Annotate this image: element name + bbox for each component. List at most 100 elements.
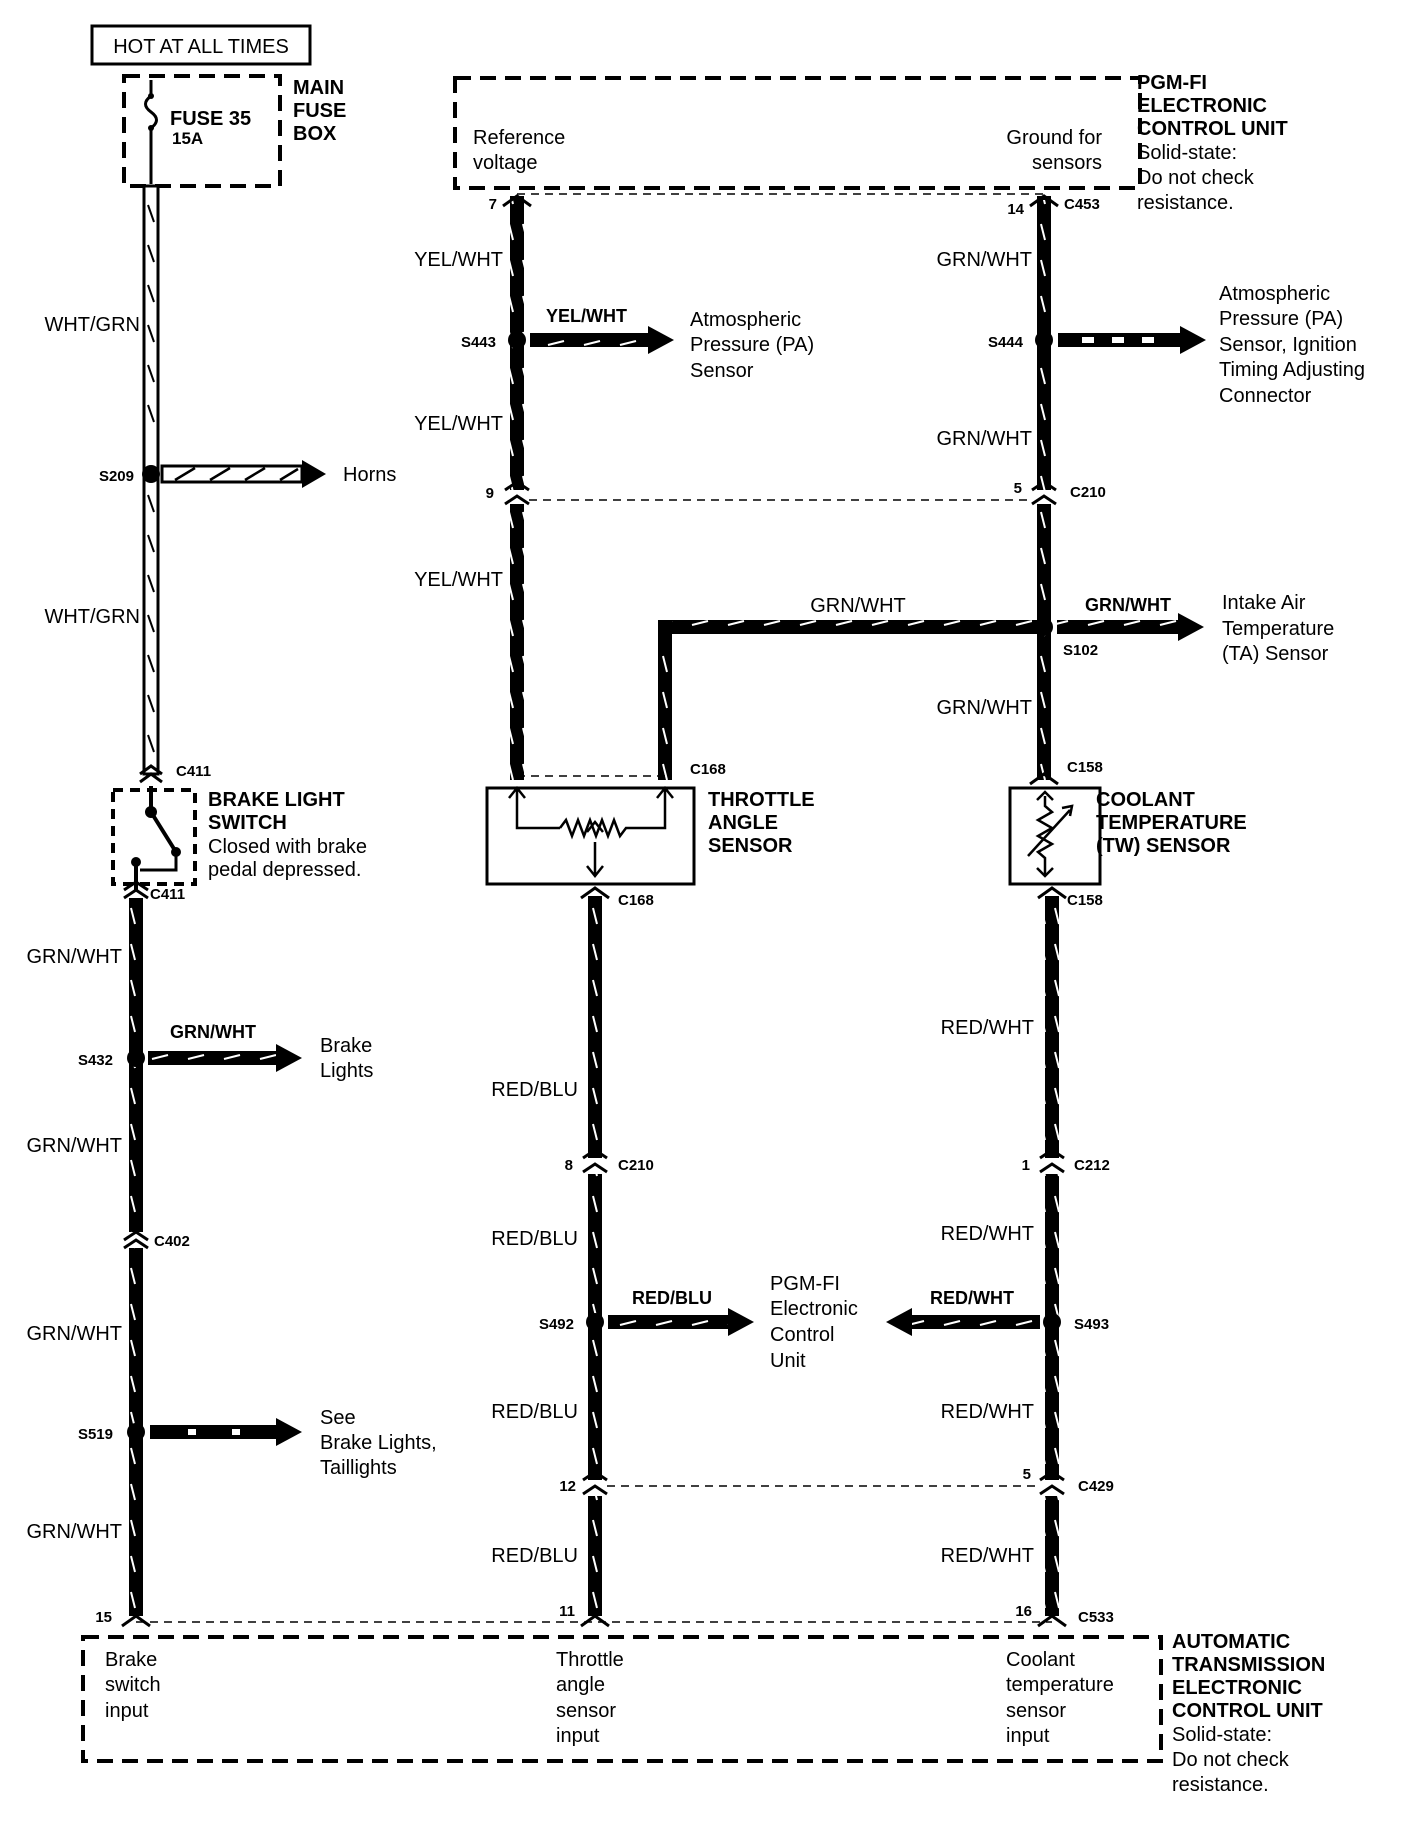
wire-label-grn-wht-l1: GRN/WHT	[26, 946, 122, 968]
wire-label-s432-branch: GRN/WHT	[170, 1022, 256, 1042]
wire-label-grn-wht-l4: GRN/WHT	[26, 1521, 122, 1543]
ecu-note-3: resistance.	[1137, 192, 1234, 214]
dest-brake-lights-2: Lights	[320, 1060, 373, 1082]
wire-grn-wht-horizontal: GRN/WHT	[658, 595, 1044, 780]
label-c210-upper: C210	[1070, 484, 1106, 501]
fuse-symbol	[144, 80, 158, 184]
power-section: HOT AT ALL TIMES FUSE 35 15A MAIN FUSE B…	[90, 24, 346, 188]
label-c212: C212	[1074, 1157, 1110, 1174]
splice-s444: S444 Atmospheric Pressure (PA) Sensor, I…	[988, 283, 1365, 407]
pin-1: 1	[1022, 1157, 1030, 1174]
at-ecu-note-3: resistance.	[1172, 1774, 1269, 1796]
dest-pa2-2: Pressure (PA)	[1219, 308, 1343, 330]
connector-c210-lower: 8 C210	[565, 1148, 654, 1174]
label-c429: C429	[1078, 1478, 1114, 1495]
dest-horns: Horns	[343, 464, 396, 486]
connector-c210-upper: 9 5 C210	[486, 480, 1106, 506]
cts-title-1: COOLANT	[1096, 789, 1195, 811]
dest-ecu-1: PGM-FI	[770, 1273, 840, 1295]
dest-pgm-ecu: PGM-FI Electronic Control Unit	[770, 1273, 858, 1372]
splice-s492: S492 RED/BLU	[539, 1288, 754, 1336]
splice-label-s492: S492	[539, 1316, 574, 1333]
fuse-rating: 15A	[172, 129, 203, 148]
label-c158-top: C158	[1067, 759, 1103, 776]
wire-yel-wht: YEL/WHT YEL/WHT YEL/WHT	[414, 194, 532, 780]
connector-c429: 12 5 C429	[559, 1466, 1114, 1496]
ecu-reference-label-2: voltage	[473, 152, 538, 174]
wire-label-red-blu-1: RED/BLU	[491, 1079, 578, 1101]
ecu-title-1: PGM-FI	[1137, 72, 1207, 94]
wire-label-red-blu-2: RED/BLU	[491, 1228, 578, 1250]
connector-c411-top: C411	[139, 763, 211, 784]
ecu-title-3: CONTROL UNIT	[1137, 118, 1288, 140]
wire-label-grn-wht-horizontal: GRN/WHT	[810, 595, 906, 617]
wire-label-s102-branch: GRN/WHT	[1085, 595, 1171, 615]
tas-title-3: SENSOR	[708, 835, 793, 857]
ecu-note-2: Do not check	[1137, 167, 1255, 189]
wire-label-grn-wht-r2: GRN/WHT	[936, 428, 1032, 450]
wire-red-wht: C158 RED/WHT RED/WHT RED/WHT RED/WHT	[941, 886, 1103, 1616]
ecu-ground-label-2: sensors	[1032, 152, 1102, 174]
dest-see-1: See	[320, 1407, 356, 1429]
at-input-coolant-3: sensor	[1006, 1700, 1066, 1722]
splice-label-s209: S209	[99, 468, 134, 485]
pin-5-c429: 5	[1023, 1466, 1031, 1483]
pin-8: 8	[565, 1157, 573, 1174]
pin-11: 11	[559, 1603, 575, 1620]
at-input-coolant-2: temperature	[1006, 1674, 1114, 1696]
wire-label-red-wht-1: RED/WHT	[941, 1017, 1034, 1039]
wire-label-red-wht-2: RED/WHT	[941, 1223, 1034, 1245]
cts-title-2: TEMPERATURE	[1096, 812, 1247, 834]
hot-label-box	[90, 24, 312, 66]
wire-label-red-wht-4: RED/WHT	[941, 1545, 1034, 1567]
dest-ecu-4: Unit	[770, 1350, 806, 1372]
dest-pa2-3: Sensor, Ignition	[1219, 334, 1357, 356]
wire-label-yel-wht-3: YEL/WHT	[414, 569, 503, 591]
fuse-box-label-2: FUSE	[293, 100, 346, 122]
ecu-pin-ref: 7	[489, 196, 497, 213]
wire-label-yel-wht-2: YEL/WHT	[414, 413, 503, 435]
fuse-name: FUSE 35	[170, 108, 251, 130]
wire-label-wht-grn-1: WHT/GRN	[44, 314, 140, 336]
at-input-throttle-2: angle	[556, 1674, 605, 1696]
wire-label-s443-branch: YEL/WHT	[546, 306, 627, 326]
at-input-throttle-4: input	[556, 1725, 600, 1747]
label-c158-bottom: C158	[1067, 892, 1103, 909]
connector-c411-bottom: C411	[123, 880, 185, 903]
dest-pa2-5: Connector	[1219, 385, 1312, 407]
wire-label-grn-wht-r1: GRN/WHT	[936, 249, 1032, 271]
label-c210-lower: C210	[618, 1157, 654, 1174]
wire-label-grn-wht-l3: GRN/WHT	[26, 1323, 122, 1345]
dest-ta-1: Intake Air	[1222, 592, 1306, 614]
label-c168-top: C168	[690, 761, 726, 778]
hot-label: HOT AT ALL TIMES	[113, 36, 289, 58]
brake-switch-title-1: BRAKE LIGHT	[208, 789, 345, 811]
brake-switch-title-2: SWITCH	[208, 812, 287, 834]
dest-ecu-3: Control	[770, 1324, 834, 1346]
label-c411-top: C411	[176, 763, 211, 780]
at-input-brake-1: Brake	[105, 1649, 157, 1671]
wire-label-wht-grn-2: WHT/GRN	[44, 606, 140, 628]
at-input-coolant-4: input	[1006, 1725, 1050, 1747]
wire-grn-wht-left: GRN/WHT GRN/WHT GRN/WHT GRN/WHT	[26, 898, 143, 1616]
splice-s102: S102 GRN/WHT Intake Air Temperature (TA)…	[1035, 592, 1334, 665]
dest-pa2-4: Timing Adjusting	[1219, 359, 1365, 381]
at-ecu-title-4: CONTROL UNIT	[1172, 1700, 1323, 1722]
splice-label-s432: S432	[78, 1052, 113, 1069]
wire-label-grn-wht-r3: GRN/WHT	[936, 697, 1032, 719]
splice-label-s444: S444	[988, 334, 1024, 351]
ecu-reference-label-1: Reference	[473, 127, 565, 149]
wire-label-s493-branch: RED/WHT	[930, 1288, 1014, 1308]
wire-red-blu: C168 RED/BLU RED/BLU RED/BLU RED/BLU	[491, 886, 654, 1616]
main-fuse-box	[122, 74, 282, 188]
label-c411-bottom: C411	[150, 886, 185, 903]
splice-label-s493: S493	[1074, 1316, 1109, 1333]
dest-brake-lights-1: Brake	[320, 1035, 372, 1057]
splice-s493: S493 RED/WHT	[886, 1288, 1109, 1336]
at-ecu-title-2: TRANSMISSION	[1172, 1654, 1325, 1676]
splice-label-s519: S519	[78, 1426, 113, 1443]
ecu-ground-label-1: Ground for	[1006, 127, 1102, 149]
dest-ta-3: (TA) Sensor	[1222, 643, 1329, 665]
wire-label-red-blu-3: RED/BLU	[491, 1401, 578, 1423]
